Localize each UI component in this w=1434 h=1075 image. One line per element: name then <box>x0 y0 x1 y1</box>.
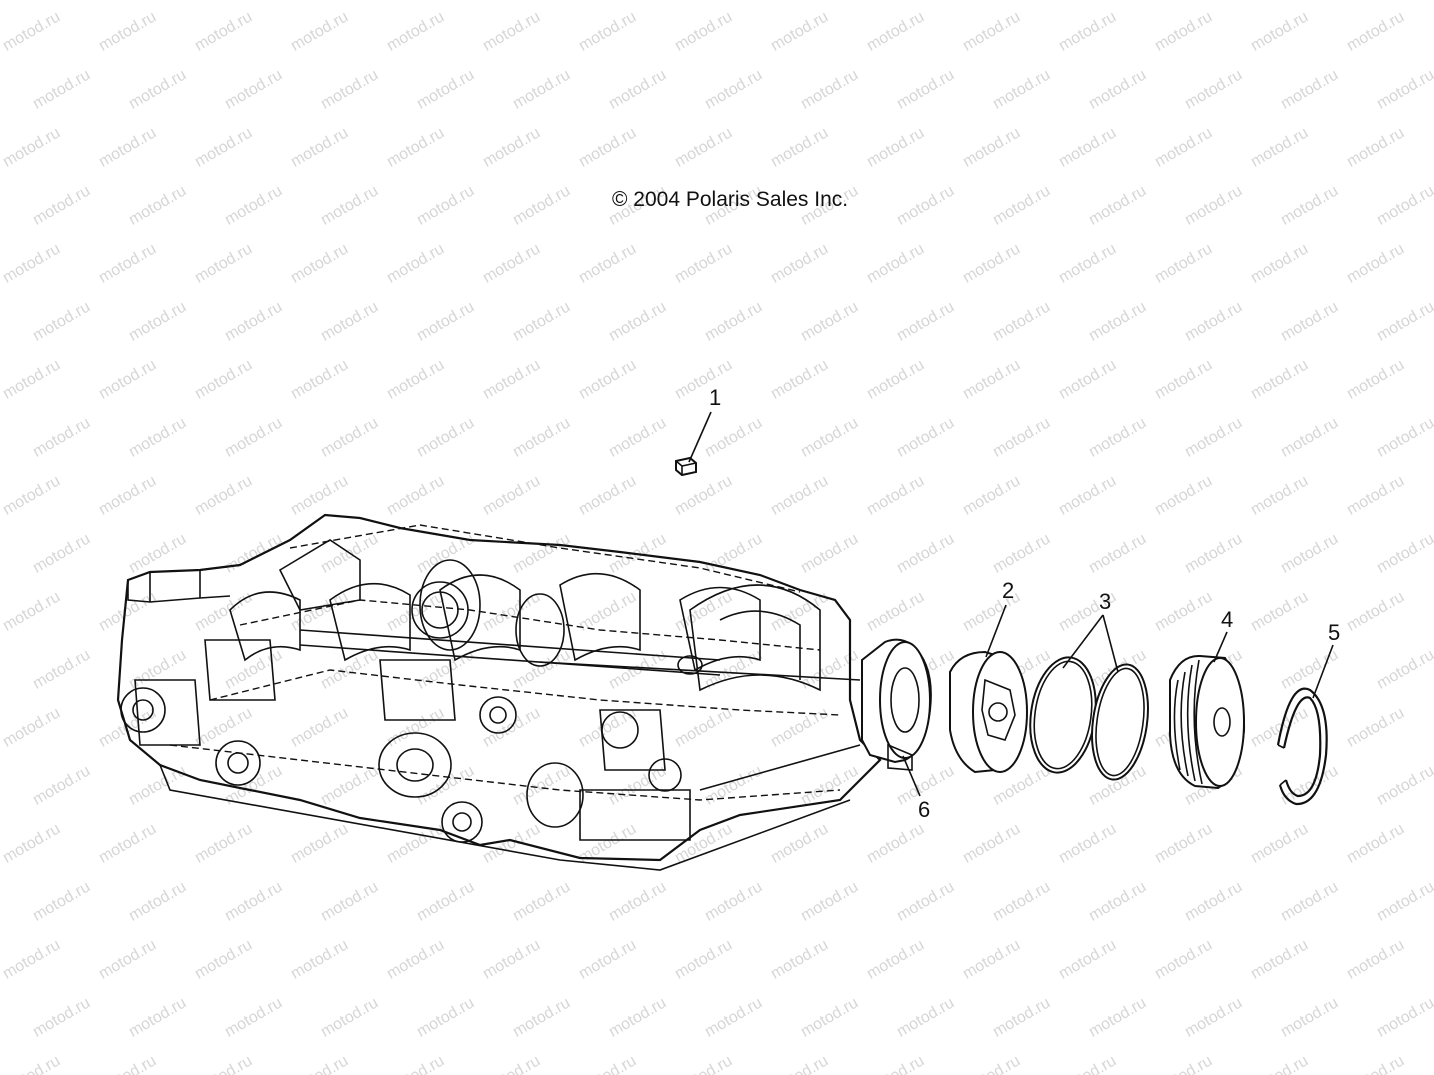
part-3-o-rings <box>1029 656 1149 781</box>
part-2-pump-rotor <box>949 650 1028 774</box>
callout-4: 4 <box>1221 607 1233 632</box>
copyright-notice: © 2004 Polaris Sales Inc. <box>612 188 849 211</box>
part-6-housing <box>861 638 932 771</box>
part-1-plug <box>675 456 697 477</box>
cylinder-head-assembly <box>116 513 882 871</box>
callout-6: 6 <box>918 797 930 822</box>
callout-3: 3 <box>1099 589 1111 614</box>
callout-2: 2 <box>1002 578 1014 603</box>
leader-lines <box>688 411 1334 797</box>
callout-1: 1 <box>709 385 721 410</box>
part-4-cover <box>1169 654 1246 790</box>
part-5-circlip <box>1276 687 1328 806</box>
callout-5: 5 <box>1328 620 1340 645</box>
